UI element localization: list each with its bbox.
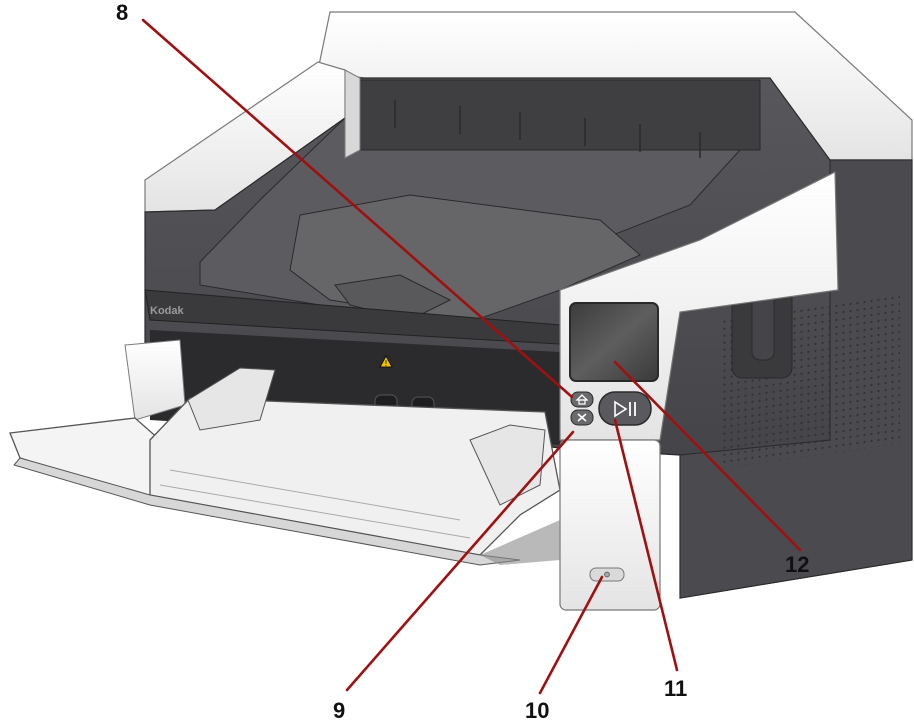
leader-11 <box>613 418 679 672</box>
side-guide-left <box>187 367 276 431</box>
document-guide <box>344 69 361 159</box>
warning-triangle-icon: ! <box>379 354 393 368</box>
callout-labels: 8 9 10 11 12 <box>116 0 809 723</box>
svg-text:!: ! <box>384 359 387 368</box>
play-pause-icon <box>614 400 636 418</box>
x-icon <box>577 413 587 422</box>
left-lower-panel <box>124 339 186 421</box>
callout-8: 8 <box>116 0 128 25</box>
output-tray-stopper <box>334 274 452 321</box>
callout-9: 9 <box>333 698 345 723</box>
leader-9 <box>345 430 575 692</box>
input-tray-extension <box>9 417 161 501</box>
callout-10: 10 <box>525 698 549 723</box>
leader-8 <box>141 18 574 399</box>
operator-panel <box>559 171 839 611</box>
touchscreen-display[interactable] <box>569 302 659 382</box>
exit-area <box>359 79 761 151</box>
exit-fingers <box>394 100 701 158</box>
base-shadow <box>480 520 560 565</box>
brand-logo: Kodak <box>150 305 185 317</box>
power-indicator <box>604 571 610 578</box>
scanner-body: Kodak ! <box>9 11 913 611</box>
leader-10 <box>538 575 604 695</box>
callout-11: 11 <box>664 676 687 701</box>
front-panel <box>559 439 661 611</box>
home-icon <box>575 394 589 405</box>
callout-leaders <box>141 18 802 695</box>
leader-12 <box>613 360 802 552</box>
callout-12: 12 <box>785 552 809 577</box>
